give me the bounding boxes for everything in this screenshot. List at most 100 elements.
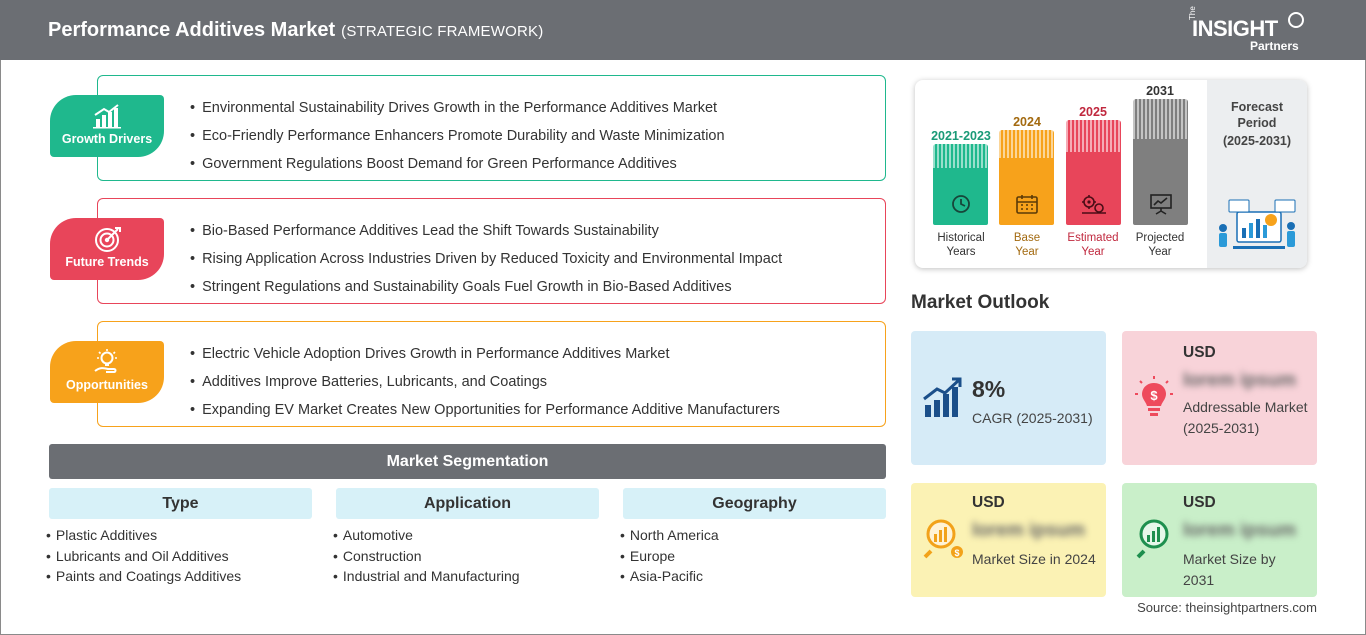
timeline-bar-estimated xyxy=(1066,120,1121,225)
dollar-bulb-icon: $ xyxy=(1135,376,1173,416)
gears-icon xyxy=(1082,195,1106,214)
history-clock-icon xyxy=(952,195,970,213)
timeline-year-projected: 2031 xyxy=(1146,84,1174,98)
magnifier-growth-icon xyxy=(1136,519,1169,559)
list-item: Automotive xyxy=(333,525,599,546)
forecast-period-panel: Forecast Period (2025-2031) xyxy=(1207,80,1307,268)
timeline-card: Forecast Period (2025-2031) 2021-2023 Hi… xyxy=(915,80,1307,268)
segment-heading: Application xyxy=(336,488,599,519)
segment-application: Application Automotive Construction Indu… xyxy=(336,488,599,587)
logo-ring-icon xyxy=(1288,12,1304,28)
market-size-2031-value: lorem ipsum xyxy=(1183,520,1296,541)
label-line: Year xyxy=(1148,246,1172,258)
forecast-line2: Period xyxy=(1237,116,1277,130)
segment-geography: Geography North America Europe Asia-Paci… xyxy=(623,488,886,587)
market-outlook-title: Market Outlook xyxy=(911,292,1050,313)
future-trends-list: Bio-Based Performance Additives Lead the… xyxy=(190,217,782,301)
addressable-currency: USD xyxy=(1183,344,1216,361)
timeline-year-estimated: 2025 xyxy=(1079,105,1107,119)
list-item: Construction xyxy=(333,546,599,567)
list-item: Government Regulations Boost Demand for … xyxy=(190,150,725,178)
growth-drivers-badge: Growth Drivers xyxy=(50,95,164,157)
opportunities-label: Opportunities xyxy=(66,378,148,392)
segment-heading: Geography xyxy=(623,488,886,519)
list-item: Europe xyxy=(620,546,886,567)
timeline-year-base: 2024 xyxy=(1013,115,1041,129)
label-line: Year xyxy=(1081,246,1105,258)
svg-text:$: $ xyxy=(1150,388,1158,403)
market-size-2024-currency: USD xyxy=(972,494,1005,511)
timeline-year-historical: 2021-2023 xyxy=(931,129,991,143)
analyst-dashboard-icon xyxy=(1219,199,1296,249)
market-size-2024-card: $ USD lorem ipsum Market Size in 2024 xyxy=(911,483,1106,597)
future-trends-badge: Future Trends xyxy=(50,218,164,280)
list-item: Plastic Additives xyxy=(46,525,312,546)
bar-stripes xyxy=(1066,120,1121,152)
subtitle-text: (STRATEGIC FRAMEWORK) xyxy=(341,23,544,40)
market-size-2031-card: USD lorem ipsum Market Size by 2031 xyxy=(1122,483,1317,597)
magnifier-chart-icon: $ xyxy=(923,519,963,559)
opportunities-badge: Opportunities xyxy=(50,341,164,403)
logo-partners: Partners xyxy=(1250,39,1299,53)
growth-drivers-box: Environmental Sustainability Drives Grow… xyxy=(97,75,886,181)
label-line: Year xyxy=(1015,246,1039,258)
list-item: Stringent Regulations and Sustainability… xyxy=(190,273,782,301)
bar-stripes xyxy=(999,130,1054,158)
bar-chart-growth-icon xyxy=(93,104,121,129)
insight-partners-logo[interactable]: The INSIGHT Partners xyxy=(1188,6,1308,54)
segment-type: Type Plastic Additives Lubricants and Oi… xyxy=(49,488,312,587)
market-segmentation-header: Market Segmentation xyxy=(49,444,886,479)
forecast-period-text: Forecast Period (2025-2031) xyxy=(1207,99,1307,149)
timeline-bar-historical xyxy=(933,144,988,225)
addressable-label: Addressable Market (2025-2031) xyxy=(1183,399,1308,436)
cagr-value: 8% xyxy=(972,376,1006,402)
future-trends-label: Future Trends xyxy=(65,255,149,269)
list-item: Expanding EV Market Creates New Opportun… xyxy=(190,396,780,424)
list-item: Rising Application Across Industries Dri… xyxy=(190,245,782,273)
source-credit[interactable]: Source: theinsightpartners.com xyxy=(1137,600,1317,615)
list-item: Lubricants and Oil Additives xyxy=(46,546,312,567)
page-title: Performance Additives Market (STRATEGIC F… xyxy=(48,19,543,42)
list-item: Electric Vehicle Adoption Drives Growth … xyxy=(190,340,780,368)
addressable-value: lorem ipsum xyxy=(1183,370,1296,391)
list-item: Asia-Pacific xyxy=(620,566,886,587)
forecast-line3: (2025-2031) xyxy=(1222,134,1292,148)
calendar-icon xyxy=(1016,195,1038,214)
list-item: Environmental Sustainability Drives Grow… xyxy=(190,94,725,122)
label-line: Projected xyxy=(1135,232,1185,244)
growth-arrow-bars-icon xyxy=(923,377,962,417)
list-item: Bio-Based Performance Additives Lead the… xyxy=(190,217,782,245)
segment-heading: Type xyxy=(49,488,312,519)
bar-stripes xyxy=(933,144,988,168)
addressable-market-card: $ USD lorem ipsum Addressable Market (20… xyxy=(1122,331,1317,465)
cagr-label: CAGR (2025-2031) xyxy=(972,410,1093,426)
timeline-bar-base xyxy=(999,130,1054,225)
market-size-2031-label: Market Size by 2031 xyxy=(1183,551,1276,588)
target-icon xyxy=(95,227,121,252)
forecast-line1: Forecast xyxy=(1230,100,1284,114)
logo-insight: INSIGHT xyxy=(1192,16,1278,41)
label-line: Estimated xyxy=(1067,232,1119,244)
presentation-chart-icon xyxy=(1150,194,1172,215)
opportunities-box: Electric Vehicle Adoption Drives Growth … xyxy=(97,321,886,427)
market-size-2024-value: lorem ipsum xyxy=(972,520,1085,541)
cagr-card: 8% CAGR (2025-2031) xyxy=(911,331,1106,465)
label-line: Historical xyxy=(937,232,985,244)
future-trends-box: Bio-Based Performance Additives Lead the… xyxy=(97,198,886,304)
growth-drivers-list: Environmental Sustainability Drives Grow… xyxy=(190,94,725,178)
market-size-2024-label: Market Size in 2024 xyxy=(972,551,1096,567)
label-line: Years xyxy=(946,246,976,258)
header-bar: Performance Additives Market (STRATEGIC F… xyxy=(0,0,1366,60)
list-item: Eco-Friendly Performance Enhancers Promo… xyxy=(190,122,724,150)
lightbulb-hand-icon xyxy=(94,349,117,373)
growth-drivers-label: Growth Drivers xyxy=(61,132,153,146)
list-item: North America xyxy=(620,525,886,546)
title-text: Performance Additives Market xyxy=(48,19,336,41)
timeline-bar-projected xyxy=(1133,99,1188,225)
list-item: Paints and Coatings Additives xyxy=(46,566,312,587)
list-item: Additives Improve Batteries, Lubricants,… xyxy=(190,368,780,396)
